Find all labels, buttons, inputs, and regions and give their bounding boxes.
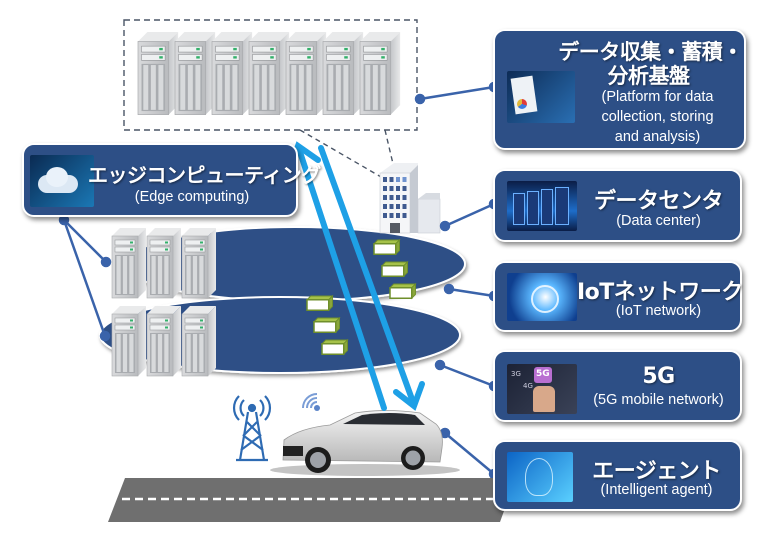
globe-network-image xyxy=(507,273,577,321)
card-platform: データ収集・蓄積・ 分析基盤 (Platform for data collec… xyxy=(493,29,746,150)
downlink-arrow xyxy=(318,145,416,405)
communication-arrows xyxy=(287,141,425,411)
edge-servers-lower xyxy=(111,305,217,377)
building-window xyxy=(389,204,394,209)
cloud-server-icon xyxy=(174,31,216,116)
building-window xyxy=(402,186,407,191)
building-window xyxy=(396,213,400,218)
data-packet-icon xyxy=(381,261,409,277)
building-window xyxy=(396,195,400,200)
cloud-server-cluster xyxy=(123,19,418,131)
cloud-server-icon xyxy=(285,31,327,116)
edge-server-icon xyxy=(146,305,182,377)
building-window xyxy=(383,195,387,200)
building-window xyxy=(396,186,400,191)
4g-label: 4G xyxy=(523,382,533,390)
wireless-signal-icon xyxy=(302,393,320,411)
datacenter-subtitle: (Data center) xyxy=(616,213,701,229)
cloud-image xyxy=(30,155,94,207)
building-window xyxy=(389,186,394,191)
data-packet-icon xyxy=(389,283,417,299)
server-racks-image xyxy=(507,181,577,231)
cloud-server-icon xyxy=(359,31,401,116)
platform-title-line1: データ収集・蓄積・ xyxy=(558,40,743,64)
platform-subtitle-line3: and analysis) xyxy=(614,129,701,145)
edge-connectors xyxy=(58,214,112,342)
agent-title: エージェント xyxy=(592,459,721,484)
building-window xyxy=(402,177,407,182)
building-window xyxy=(389,177,394,182)
platform-title-line2: 分析基盤 xyxy=(607,64,691,88)
dashed-link-left xyxy=(299,129,396,186)
data-packet-icon xyxy=(321,339,349,355)
card-iot-network: IoTネットワーク (IoT network) xyxy=(493,261,743,332)
platform-subtitle-line1: (Platform for data xyxy=(601,89,714,105)
ai-head-image xyxy=(507,452,573,502)
iot-subtitle: (IoT network) xyxy=(615,303,702,319)
data-packet-icon xyxy=(313,317,341,333)
edge-server-icon xyxy=(111,227,147,299)
road xyxy=(108,478,516,522)
uplink-arrow xyxy=(297,149,387,411)
building-window xyxy=(383,204,387,209)
edge-server-icon xyxy=(111,305,147,377)
5g-title: 5G xyxy=(642,364,675,389)
data-packet-icon xyxy=(306,295,334,311)
car-image xyxy=(270,410,460,476)
iot-title: IoTネットワーク xyxy=(577,280,743,305)
cloud-server-icon xyxy=(248,31,290,116)
building-window xyxy=(402,204,407,209)
building-window xyxy=(383,213,387,218)
cloud-server-icon xyxy=(211,31,253,116)
card-5g: 3G 4G 5G 5G (5G mobile network) xyxy=(493,350,742,422)
edge-subtitle: (Edge computing) xyxy=(134,189,250,205)
5g-label: 5G xyxy=(536,369,550,379)
building-window xyxy=(402,195,407,200)
5g-touch-image: 3G 4G 5G xyxy=(507,364,577,414)
building-window xyxy=(396,204,400,209)
document-analytics-image xyxy=(507,71,575,123)
cloud-server-icon xyxy=(137,31,179,116)
edge-server-icon xyxy=(146,227,182,299)
edge-title: エッジコンピューティング xyxy=(88,163,321,187)
3g-label: 3G xyxy=(511,370,521,378)
building-window xyxy=(402,213,407,218)
building-window xyxy=(383,186,387,191)
edge-server-icon xyxy=(181,305,217,377)
edge-server-icon xyxy=(181,227,217,299)
data-packet-icon xyxy=(373,239,401,255)
edge-servers-upper xyxy=(111,227,217,299)
agent-subtitle: (Intelligent agent) xyxy=(600,482,713,498)
building-icon xyxy=(379,163,441,234)
datacenter-title: データセンタ xyxy=(593,189,724,214)
card-intelligent-agent: エージェント (Intelligent agent) xyxy=(493,440,742,511)
platform-subtitle-line2: collection, storing xyxy=(601,109,714,125)
building-window xyxy=(383,177,387,182)
cloud-server-icon xyxy=(322,31,364,116)
card-data-center: データセンタ (Data center) xyxy=(493,169,742,242)
cell-tower-icon xyxy=(232,395,272,462)
cloud-boundary-dashed xyxy=(123,19,418,131)
building-window xyxy=(389,213,394,218)
building-window xyxy=(389,195,394,200)
card-edge-computing: エッジコンピューティング (Edge computing) xyxy=(22,143,321,217)
building-window xyxy=(396,177,400,182)
5g-subtitle: (5G mobile network) xyxy=(593,392,724,408)
